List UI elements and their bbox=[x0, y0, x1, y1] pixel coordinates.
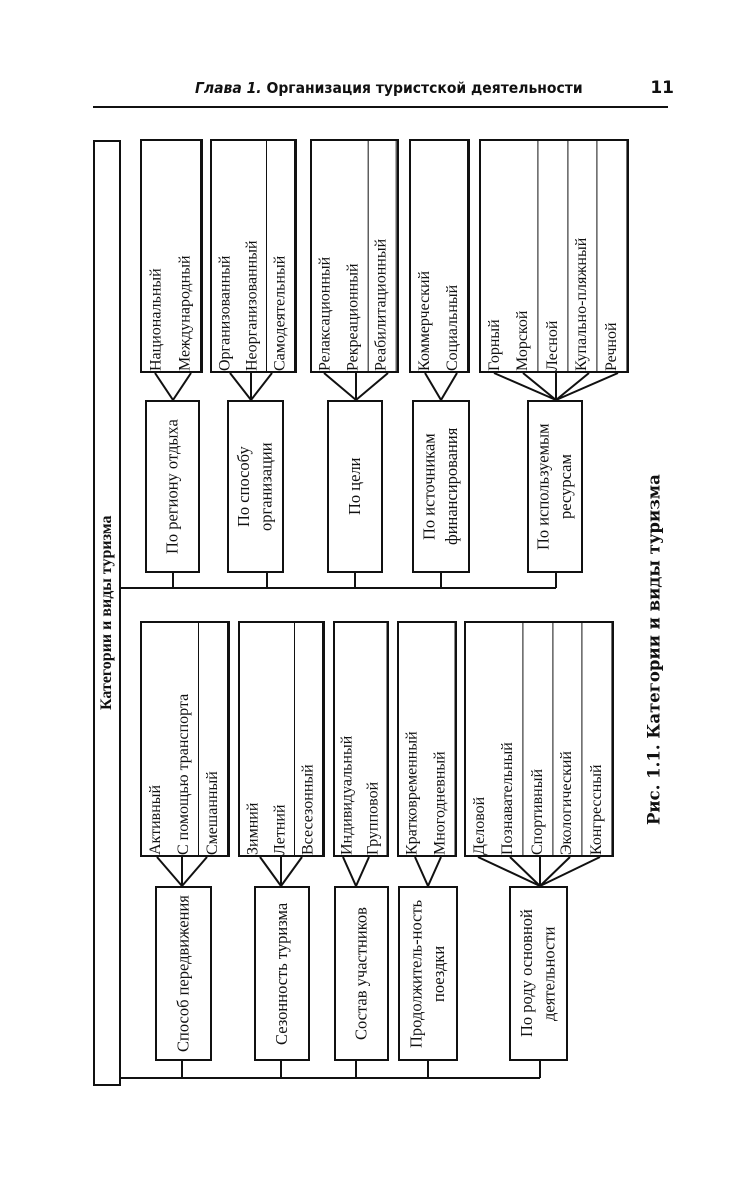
criterion-organization: По способу организации bbox=[227, 400, 284, 573]
arrow-organization bbox=[229, 372, 273, 402]
value-summer: Летний bbox=[267, 623, 295, 855]
value-national: Национальный bbox=[147, 268, 165, 371]
value-sea: Морской bbox=[509, 141, 539, 371]
value-educational: Познавательный bbox=[494, 623, 524, 855]
value-mixed: Смешанный bbox=[199, 623, 228, 855]
figure-caption: Рис. 1.1. Категории и виды туризма bbox=[644, 474, 664, 826]
arrow-participants bbox=[342, 856, 370, 889]
criterion-participants: Состав участников bbox=[334, 886, 389, 1061]
criterion-duration: Продолжитель-ность поездки bbox=[398, 886, 458, 1061]
value-river: Речной bbox=[597, 141, 628, 371]
value-commercial: Коммерческий bbox=[415, 270, 433, 371]
values-activity: Деловой Познавательный Спортивный Эколог… bbox=[464, 621, 614, 857]
criterion-goal: По цели bbox=[327, 400, 383, 573]
value-sport: Спортивный bbox=[523, 623, 554, 855]
criterion-resources: По используемым ресурсам bbox=[527, 400, 583, 573]
header-rule bbox=[93, 106, 668, 108]
value-beach: Купально-пляжный bbox=[568, 141, 598, 371]
value-individual: Индивидуальный bbox=[338, 735, 356, 855]
root-category-box: Категории и виды туризма bbox=[93, 140, 121, 1086]
value-recreation: Рекреационный bbox=[339, 141, 369, 371]
values-transport: Активный С помощью транспорта Смешанный bbox=[140, 621, 230, 857]
arrow-resources bbox=[493, 372, 619, 401]
value-multi-day: Многодневный bbox=[426, 623, 455, 855]
value-ecological: Экологический bbox=[553, 623, 583, 855]
arrow-duration bbox=[414, 856, 442, 889]
value-winter: Зимний bbox=[244, 802, 262, 855]
value-unorganized: Неорганизованный bbox=[239, 141, 267, 371]
chapter-title: Организация туристской деятельности bbox=[266, 79, 583, 97]
value-short-term: Кратковременный bbox=[403, 731, 421, 855]
value-group: Групповой bbox=[360, 623, 387, 855]
value-mountain: Горный bbox=[486, 319, 503, 371]
arrow-goal bbox=[323, 372, 389, 402]
value-social: Социальный bbox=[439, 141, 468, 371]
running-header: Глава 1. Организация туристской деятельн… bbox=[195, 79, 583, 97]
value-all-season: Всесезонный bbox=[295, 623, 323, 855]
page-number: 11 bbox=[650, 78, 674, 98]
value-active: Активный bbox=[146, 784, 164, 855]
criterion-activity: По роду основной деятельности bbox=[509, 886, 568, 1061]
criterion-season: Сезонность туризма bbox=[254, 886, 310, 1061]
value-organized: Организованный bbox=[216, 255, 234, 371]
arrow-financing bbox=[424, 372, 458, 402]
arrow-transport bbox=[156, 856, 208, 888]
value-congress: Конгрессный bbox=[582, 623, 613, 855]
values-resources: Горный Морской Лесной Купально-пляжный Р… bbox=[479, 139, 629, 373]
value-forest: Лесной bbox=[538, 141, 569, 371]
criterion-transport: Способ передвижения bbox=[155, 886, 212, 1061]
value-business: Деловой bbox=[471, 796, 488, 855]
values-organization: Организованный Неорганизованный Самодеят… bbox=[210, 139, 297, 373]
value-international: Международный bbox=[171, 141, 201, 371]
arrow-activity bbox=[477, 856, 601, 887]
value-independent: Самодеятельный bbox=[267, 141, 295, 371]
criterion-region: По региону отдыха bbox=[145, 400, 200, 573]
arrow-region bbox=[154, 372, 192, 402]
values-region: Национальный Международный bbox=[140, 139, 203, 373]
values-duration: Кратковременный Многодневный bbox=[397, 621, 457, 857]
criterion-financing: По источникам финансирования bbox=[412, 400, 470, 573]
arrow-season bbox=[259, 856, 303, 888]
value-by-transport: С помощью транспорта bbox=[170, 623, 199, 855]
values-financing: Коммерческий Социальный bbox=[409, 139, 470, 373]
value-rehabilitation: Реабилитационный bbox=[368, 141, 398, 371]
values-goal: Релаксационный Рекреационный Реабилитаци… bbox=[310, 139, 399, 373]
value-relaxation: Релаксационный bbox=[316, 256, 334, 371]
chapter-label: Глава 1. bbox=[195, 79, 262, 97]
values-season: Зимний Летний Всесезонный bbox=[238, 621, 325, 857]
values-participants: Индивидуальный Групповой bbox=[333, 621, 389, 857]
